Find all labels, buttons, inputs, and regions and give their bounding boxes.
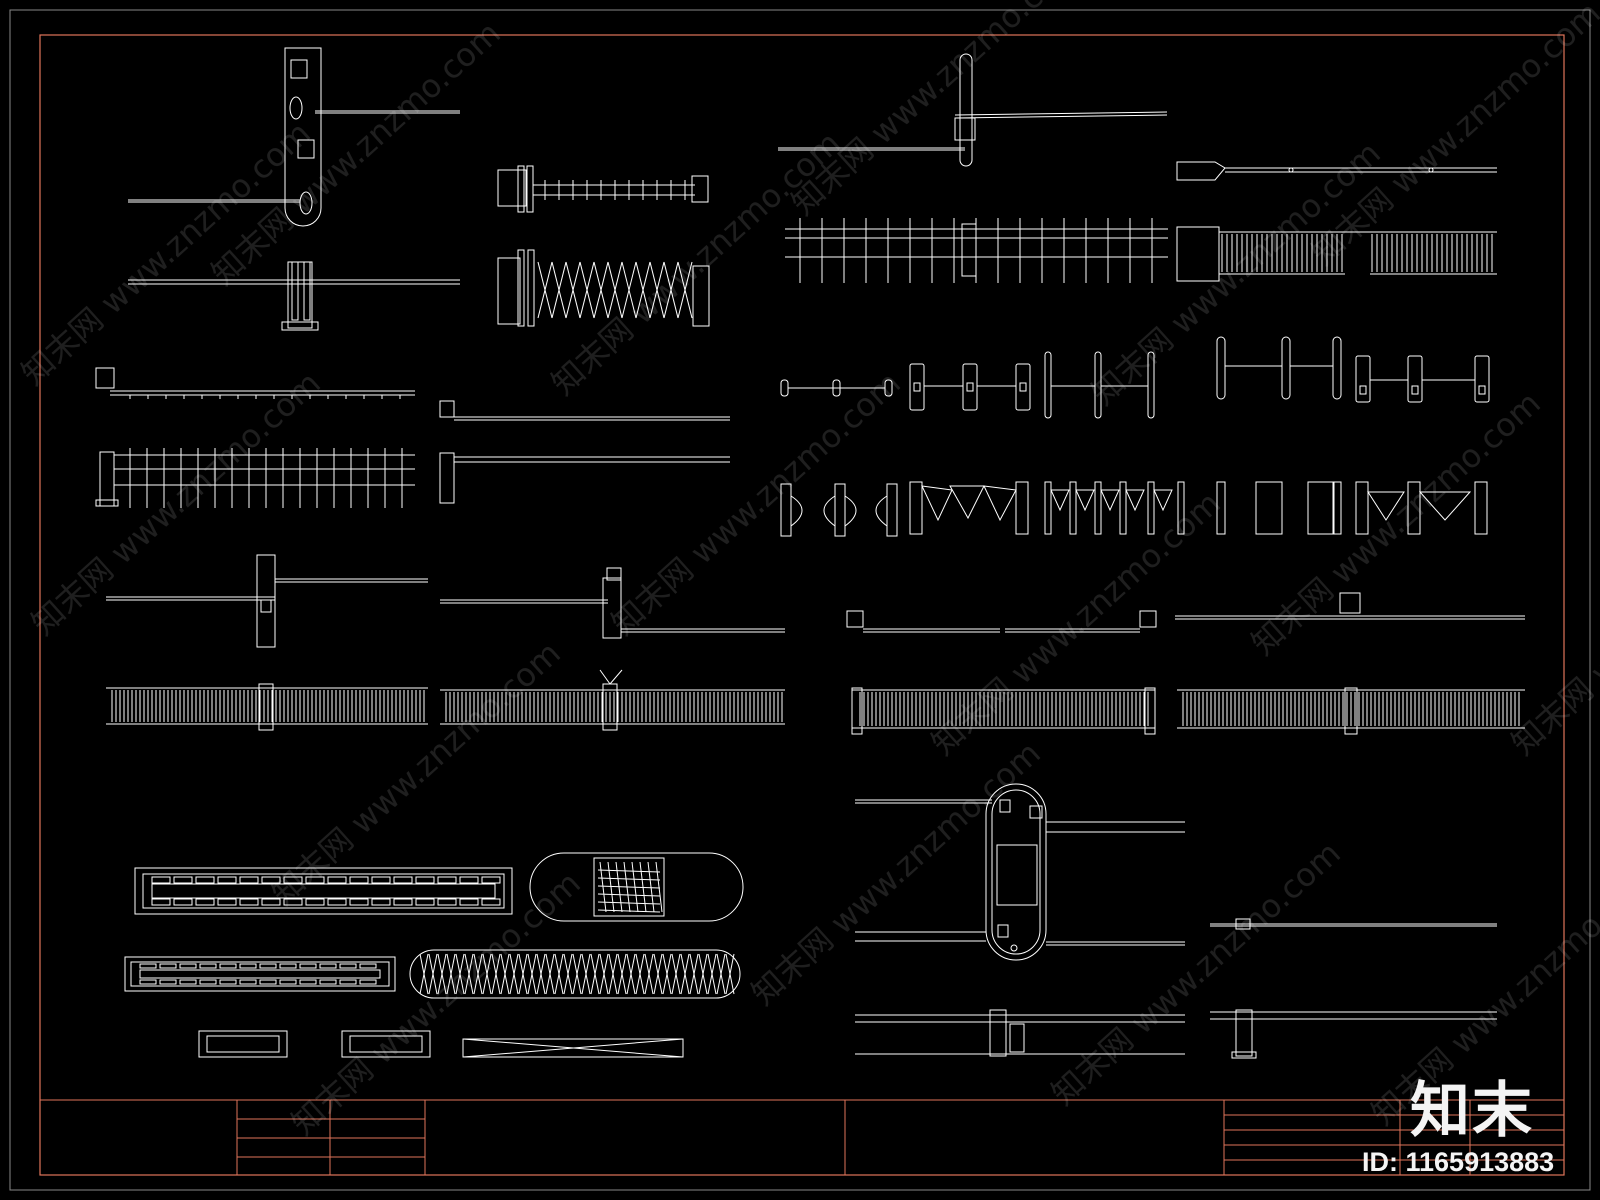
small-curb-plans	[198, 1030, 684, 1058]
fence-barrier-plan	[95, 367, 415, 399]
image-id-label: ID: 1165913883	[1362, 1147, 1555, 1177]
flap-barrier-elevations	[780, 481, 1488, 537]
straight-boom-plan	[439, 400, 730, 504]
brand-logo: 知末	[1410, 1076, 1534, 1146]
railing-elevation-right-1	[851, 687, 1156, 735]
barrier-gate-elevation-1	[128, 261, 460, 331]
island-plan-2	[409, 949, 741, 999]
barrier-gate-plan-1	[128, 47, 460, 227]
turnstile-plans	[780, 336, 1490, 419]
island-plan-1	[529, 852, 744, 922]
sheet-outer-border	[9, 9, 1591, 1191]
telescopic-gate-plan	[497, 165, 709, 213]
barrier-gate-plan-2	[106, 554, 428, 648]
straight-boom-plan-2	[1176, 161, 1497, 181]
boom-elevation-right	[1210, 918, 1497, 930]
curb-plan-2	[124, 956, 396, 992]
railing-elevation-left	[106, 683, 428, 731]
guard-booth-plan	[855, 783, 1185, 961]
curb-plan-1	[134, 867, 513, 915]
boom-pair-plan	[846, 592, 1525, 633]
single-boom-elevation	[1210, 1009, 1497, 1059]
drawing-frame	[39, 34, 1565, 1176]
sliding-gate-elevation	[1176, 226, 1497, 282]
fence-barrier-elevation-right	[785, 218, 1168, 283]
title-block	[40, 1099, 1564, 1175]
barrier-gate-plan-3	[440, 567, 785, 639]
articulated-boom-plan	[778, 53, 1168, 167]
booth-boom-elevation	[855, 1009, 1185, 1057]
railing-elevation-mid	[440, 669, 785, 731]
fence-barrier-elevation	[95, 448, 415, 508]
railing-elevation-right-2	[1177, 687, 1525, 735]
telescopic-gate-elevation	[497, 249, 710, 327]
